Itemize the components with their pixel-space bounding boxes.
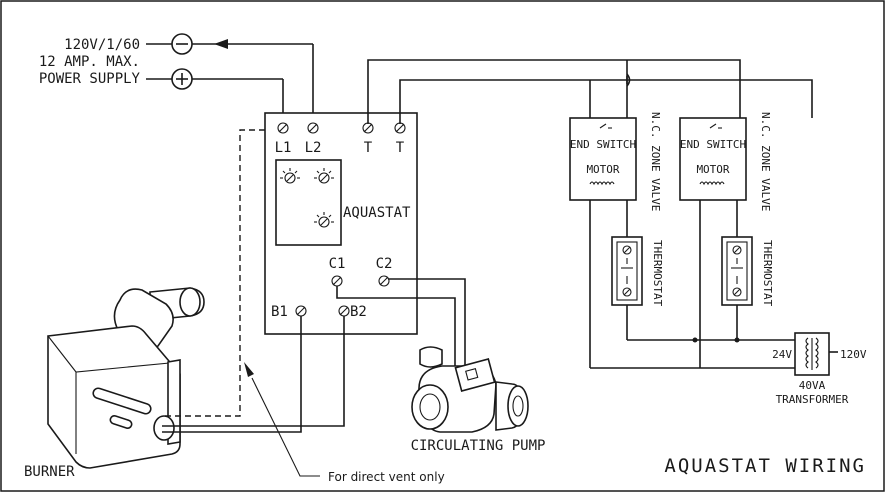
- zone-valve-2: END SWITCH MOTOR N.C. ZONE VALVE THERMOS…: [679, 112, 774, 368]
- terminal-label-c1: C1: [329, 256, 346, 272]
- terminal-label-t2: T: [396, 140, 405, 156]
- motor-coil-icon: [589, 181, 615, 186]
- thermostat-label-2: THERMOSTAT: [761, 240, 774, 307]
- end-switch-label-1: END SWITCH: [570, 138, 636, 151]
- power-supply-line-3: POWER SUPPLY: [39, 71, 141, 87]
- aquastat-dial-panel: [275, 159, 342, 246]
- aquastat-label: AQUASTAT: [343, 205, 411, 221]
- arrow-left-icon: [214, 39, 228, 49]
- transformer-secondary-label: 24V: [772, 348, 792, 361]
- power-supply-line-2: 12 AMP. MAX.: [39, 54, 140, 70]
- transformer-label: TRANSFORMER: [776, 393, 849, 406]
- burner: BURNER: [24, 287, 205, 480]
- motor-label-1: MOTOR: [586, 163, 619, 176]
- terminal-label-c2: C2: [376, 256, 393, 272]
- motor-label-2: MOTOR: [696, 163, 729, 176]
- burner-label: BURNER: [24, 464, 75, 480]
- transformer-primary-label: 120V: [840, 348, 867, 361]
- terminal-label-b2: B2: [350, 304, 367, 320]
- zone-valve-label-2: N.C. ZONE VALVE: [759, 112, 772, 211]
- power-supply-line-1: 120V/1/60: [64, 37, 140, 53]
- terminal-screw-icon: [307, 122, 319, 134]
- zone-valve-label-1: N.C. ZONE VALVE: [649, 112, 662, 211]
- terminal-label-t1: T: [364, 140, 373, 156]
- transformer-wiring: [590, 337, 809, 369]
- aquastat-control: L1 L2 T T AQUASTAT C1 C2 B1: [264, 112, 418, 335]
- diagram-title: AQUASTAT WIRING: [664, 455, 866, 477]
- terminal-screw-icon: [277, 122, 289, 134]
- dial-icon: [280, 168, 300, 184]
- zone-valve-1: END SWITCH MOTOR N.C. ZONE VALVE THERMOS…: [569, 112, 664, 368]
- pump-label: CIRCULATING PUMP: [411, 438, 546, 454]
- direct-vent-note: For direct vent only: [328, 470, 445, 484]
- arrow-up-icon: [244, 362, 254, 377]
- circulating-pump: CIRCULATING PUMP: [336, 278, 546, 454]
- burner-wiring: For direct vent only: [162, 129, 445, 484]
- dial-icon: [314, 168, 334, 184]
- transformer: 24V 120V 40VA TRANSFORMER: [772, 332, 867, 406]
- transformer-rating-label: 40VA: [799, 379, 826, 392]
- terminal-label-l2: L2: [305, 140, 322, 156]
- end-switch-label-2: END SWITCH: [680, 138, 746, 151]
- dial-icon: [314, 212, 334, 228]
- power-supply: 120V/1/60 12 AMP. MAX. POWER SUPPLY: [39, 33, 314, 124]
- thermostat-label-1: THERMOSTAT: [651, 240, 664, 307]
- motor-coil-icon: [699, 181, 725, 186]
- terminal-label-b1: B1: [271, 304, 288, 320]
- terminal-screw-icon: [378, 275, 390, 287]
- thermostat-wiring: [367, 59, 813, 124]
- terminal-label-l1: L1: [275, 140, 292, 156]
- aquastat-terminals: L1 L2 T T: [275, 122, 406, 156]
